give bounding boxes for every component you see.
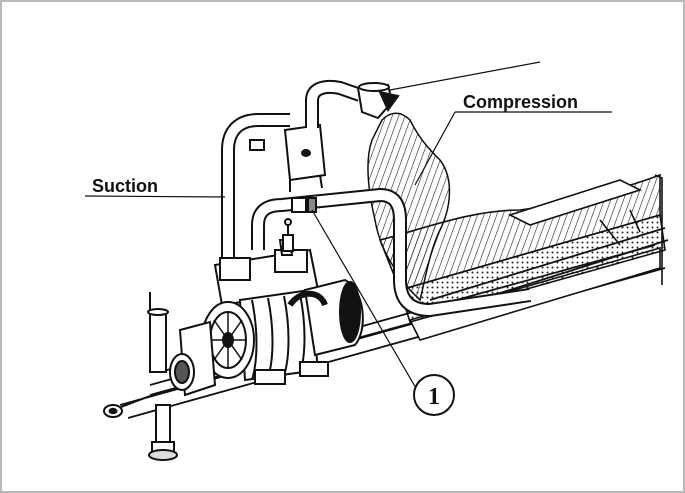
jack-stand xyxy=(147,292,169,373)
compression-hose xyxy=(251,187,532,318)
valve xyxy=(282,218,294,252)
suction-label: Suction xyxy=(92,176,158,196)
suction-hose xyxy=(221,113,290,260)
callout-number: 1 xyxy=(428,384,440,410)
filter-box xyxy=(283,123,327,192)
upper-hose xyxy=(305,79,363,128)
electric-motor xyxy=(287,278,364,357)
pipe-bracket xyxy=(249,139,265,151)
cyclone xyxy=(356,82,400,120)
compression-label: Compression xyxy=(463,92,578,112)
engine-block xyxy=(169,320,217,397)
tow-eye xyxy=(103,395,151,418)
support-leg xyxy=(148,404,178,461)
compressor-mounts xyxy=(254,361,329,385)
hose-bed xyxy=(378,173,666,341)
leader-lines xyxy=(84,61,612,396)
hose-coupling xyxy=(291,197,317,213)
flywheel xyxy=(201,301,255,379)
callout-1: 1 xyxy=(413,374,455,416)
